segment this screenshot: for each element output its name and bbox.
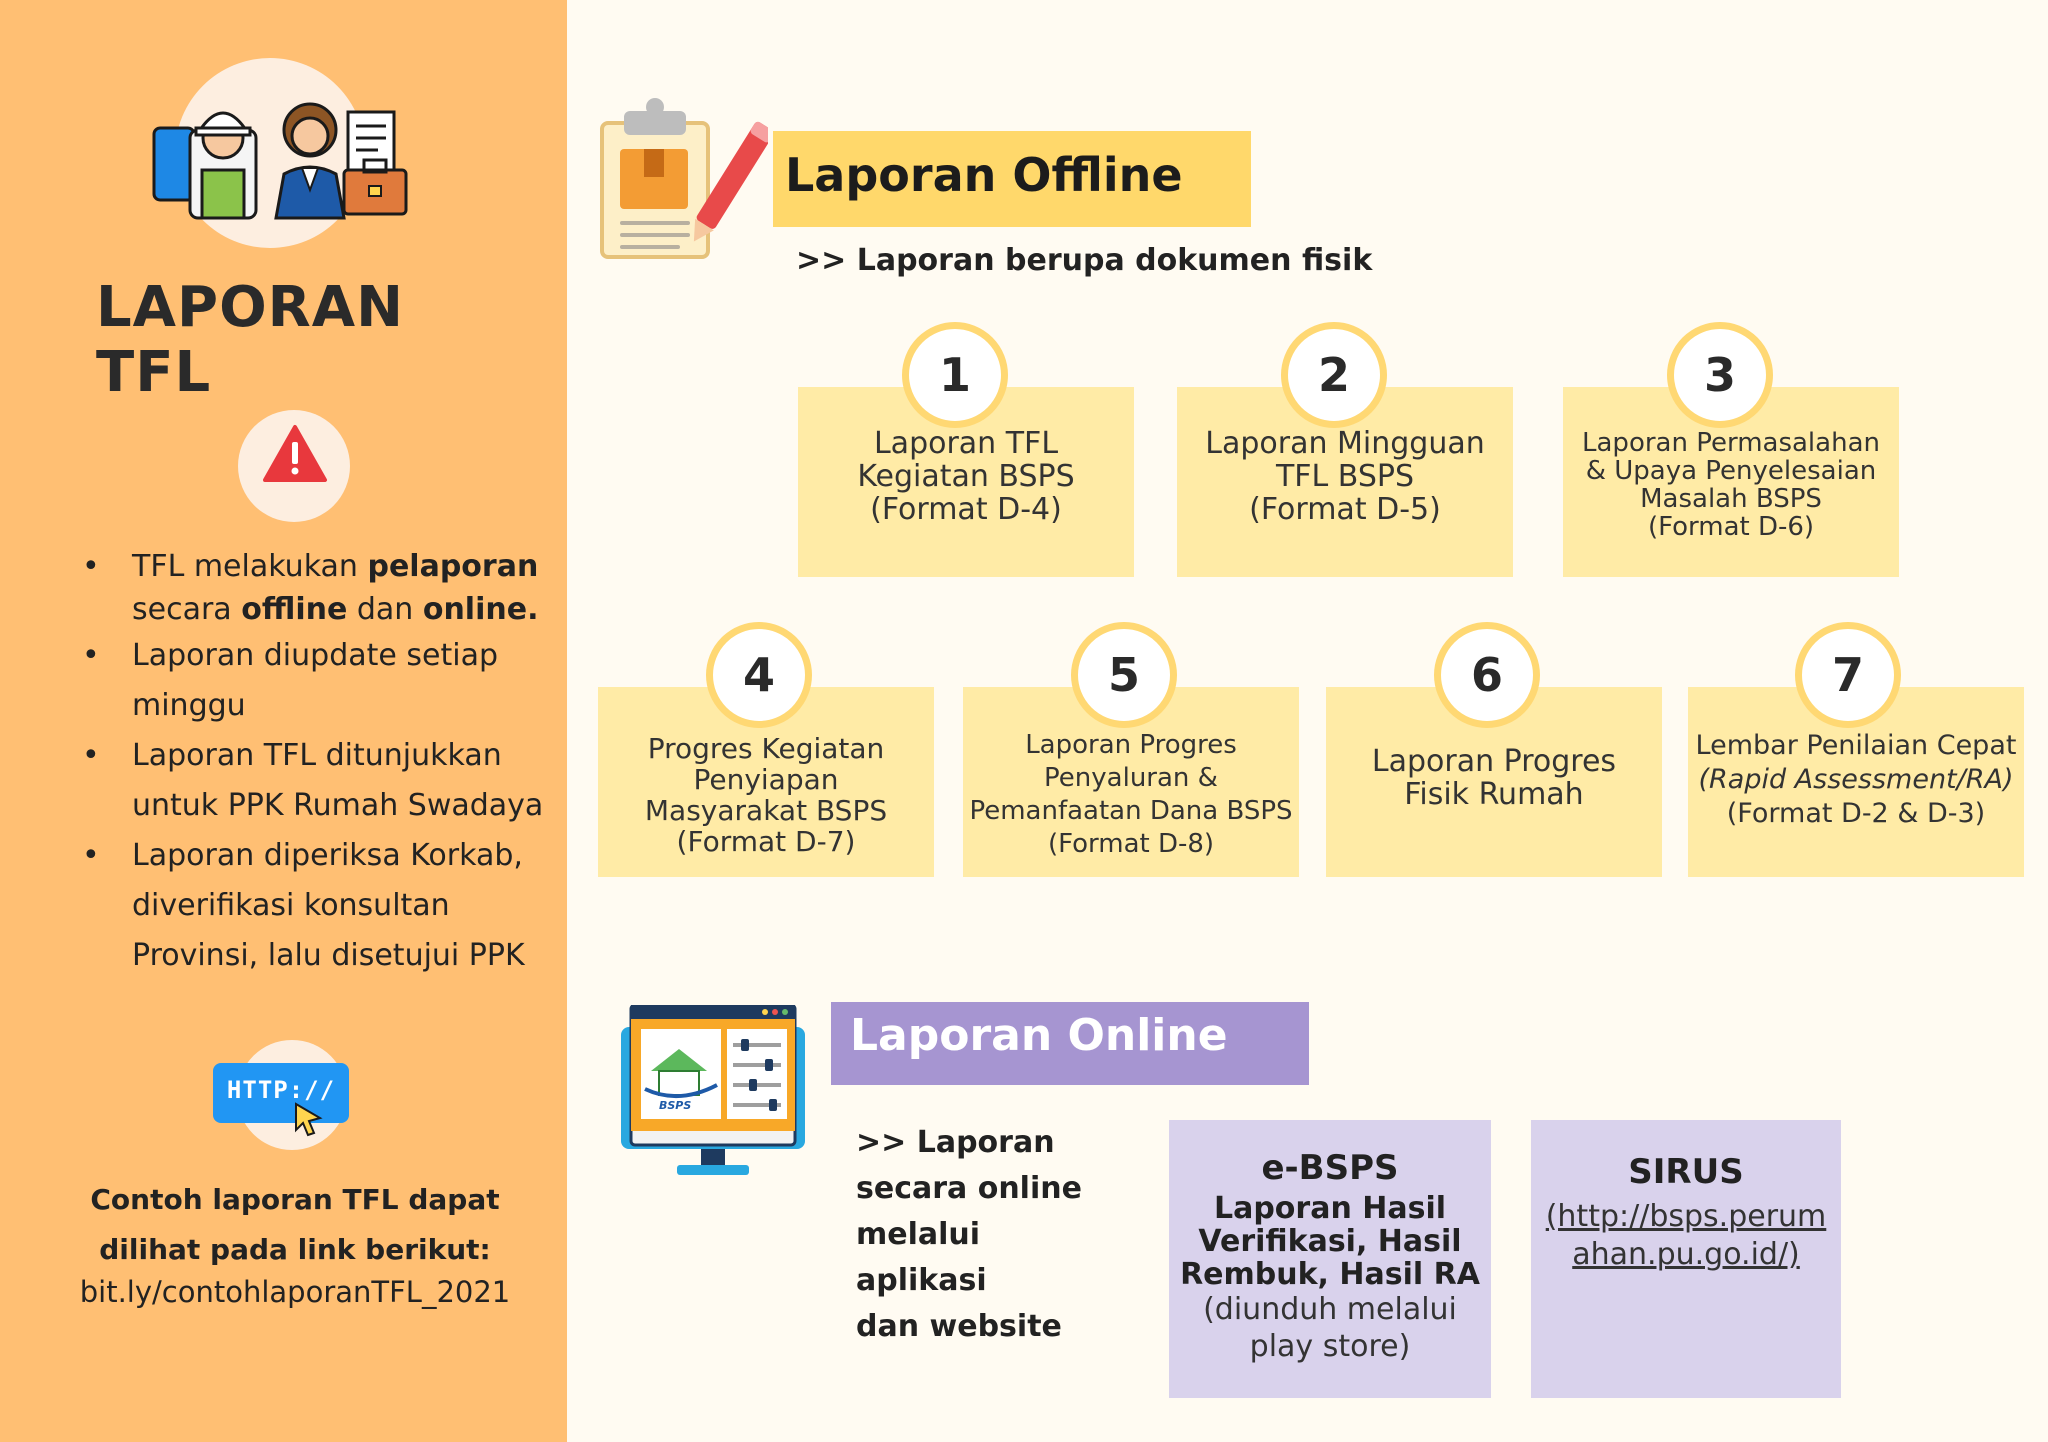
- offline-banner: [773, 131, 1251, 227]
- report-card-7: Lembar Penilaian Cepat (Rapid Assessment…: [1688, 687, 2024, 877]
- sirus-title: SIRUS: [1628, 1152, 1744, 1192]
- example-text: Contoh laporan TFL dapat dilihat pada li…: [90, 1183, 500, 1266]
- report-card-text: Laporan Progres Fisik Rumah: [1371, 744, 1617, 812]
- offline-subtitle: >> Laporan berupa dokumen fisik: [796, 243, 1373, 278]
- workers-icon: [152, 102, 408, 220]
- report-number-2: 2: [1281, 322, 1387, 428]
- ebsps-title: e-BSPS: [1261, 1148, 1399, 1188]
- report-card-text: Lembar Penilaian Cepat (Rapid Assessment…: [1695, 730, 2017, 829]
- warning-icon: [263, 425, 327, 482]
- report-card-text: Laporan Mingguan TFL BSPS (Format D-5): [1205, 426, 1485, 527]
- bullet-item: Laporan diupdate setiap minggu: [80, 631, 550, 731]
- report-number-6: 6: [1434, 622, 1540, 728]
- sirus-link[interactable]: (http://bsps.perum: [1545, 1199, 1827, 1234]
- online-title: Laporan Online: [850, 1010, 1228, 1061]
- example-link[interactable]: bit.ly/contohlaporanTFL_2021: [79, 1275, 511, 1309]
- report-card-text: Laporan Progres Penyaluran & Pemanfaatan…: [969, 730, 1293, 859]
- page-title: LAPORAN TFL: [96, 275, 404, 405]
- sidebar-bullet-list: TFL melakukan pelaporan secara offline d…: [80, 545, 550, 981]
- http-icon-label: HTTP://: [226, 1076, 336, 1104]
- report-number-7: 7: [1795, 622, 1901, 728]
- clipboard-icon: [600, 98, 768, 259]
- report-number-1: 1: [902, 322, 1008, 428]
- report-card-text: Laporan TFL Kegiatan BSPS (Format D-4): [857, 426, 1075, 527]
- monitor-icon: BSPS: [621, 1005, 805, 1175]
- http-icon: HTTP://: [213, 1063, 349, 1123]
- report-number-3: 3: [1667, 322, 1773, 428]
- sirus-card: SIRUS (http://bsps.perum ahan.pu.go.id/): [1531, 1120, 1841, 1398]
- bullet-item: Laporan TFL ditunjukkan untuk PPK Rumah …: [80, 731, 550, 831]
- online-subtitle: >> Laporan secara online melalui aplikas…: [856, 1125, 1082, 1344]
- report-card-text: Progres Kegiatan Penyiapan Masyarakat BS…: [644, 732, 888, 858]
- bsps-logo-text: BSPS: [659, 1099, 691, 1112]
- sirus-link[interactable]: ahan.pu.go.id/): [1572, 1237, 1800, 1272]
- offline-title: Laporan Offline: [785, 148, 1183, 202]
- bullet-item: Laporan diperiksa Korkab, diverifikasi k…: [80, 831, 550, 981]
- online-banner: [831, 1002, 1309, 1085]
- report-number-5: 5: [1071, 622, 1177, 728]
- bullet-item: TFL melakukan pelaporan secara offline d…: [80, 545, 550, 631]
- report-card-text: Laporan Permasalahan & Upaya Penyelesaia…: [1582, 428, 1880, 542]
- cursor-icon: [295, 1102, 323, 1137]
- ebsps-card: e-BSPS Laporan Hasil Verifikasi, Hasil R…: [1169, 1120, 1491, 1398]
- report-number-4: 4: [706, 622, 812, 728]
